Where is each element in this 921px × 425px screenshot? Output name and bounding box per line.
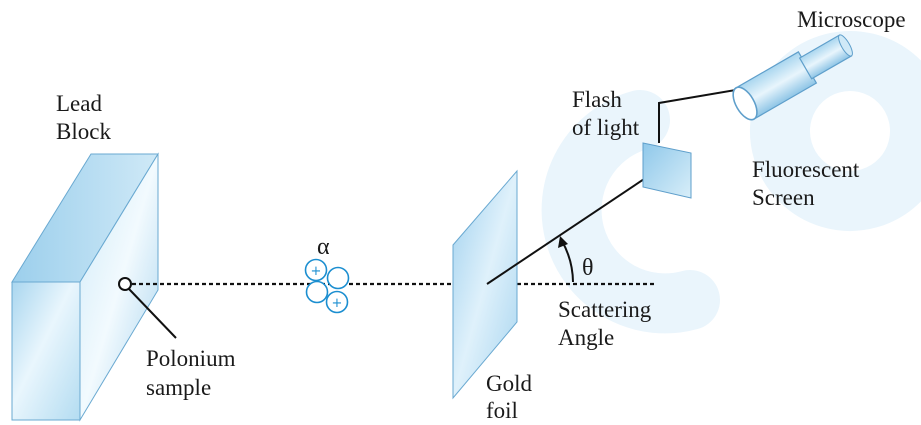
scattering-label-line2: Angle [558,325,615,350]
scattering-label-line1: Scattering [558,297,652,322]
gold-foil-label-line1: Gold [486,371,532,396]
alpha-proton-sign: + [311,264,322,279]
polonium-source [118,277,132,291]
microscope [732,34,853,121]
fluorescent-label-line2: Screen [752,185,815,210]
polonium-label-line1: Polonium [146,346,236,371]
fluorescent-label-line1: Fluorescent [752,157,860,182]
polonium-pointer [128,288,177,339]
theta-label: θ [582,255,594,281]
flash-label-line1: Flash [572,87,622,112]
scattered-path [486,162,669,285]
gold-foil [452,169,518,400]
flash-label-line2: of light [572,115,640,140]
eyepiece-end [838,34,853,57]
lead-block-label-line1: Lead [56,91,102,116]
microscope-label: Microscope [797,7,906,32]
gold-foil-label-line2: foil [486,398,518,423]
fluorescent-screen [642,142,692,199]
lead-block-label-line2: Block [56,119,111,144]
alpha-particle [304,258,350,314]
watermark [541,31,921,334]
lead-block-face [11,281,81,421]
polonium-label-line2: sample [146,375,212,400]
alpha-label: α [317,234,330,260]
lead-block [11,152,159,422]
angle-arrowhead [558,236,568,248]
objective-lens [732,86,758,121]
alpha-proton-sign: + [332,296,343,311]
